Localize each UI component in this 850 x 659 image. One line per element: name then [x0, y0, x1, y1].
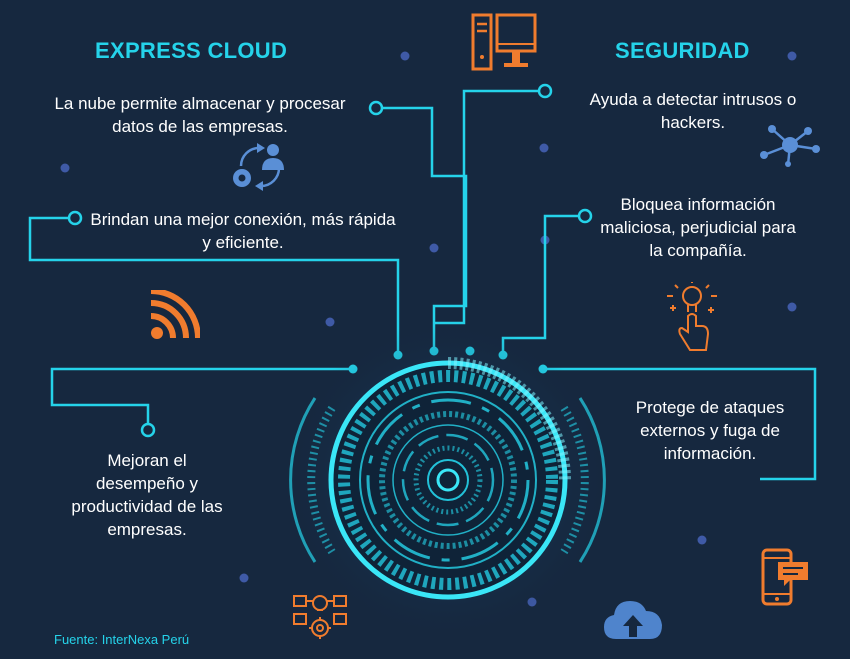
circuit-nodes	[67, 83, 593, 438]
performance-text: Mejoran el desempeño y productividad de …	[71, 451, 223, 539]
smartphone-chat-icon	[761, 548, 808, 606]
lightbulb-hand-icon	[667, 282, 717, 351]
intrusion-detection-text: Ayuda a detectar intrusos o hackers.	[589, 90, 797, 132]
attack-protection-text: Protege de ataques externos y fuga de in…	[635, 398, 785, 463]
express-cloud-heading: EXPRESS CLOUD	[95, 38, 288, 63]
network-nodes-icon	[760, 125, 820, 167]
malicious-info-text: Bloquea información maliciosa, perjudici…	[600, 195, 796, 260]
wifi-signal-icon	[150, 290, 200, 339]
source-note: Fuente: InterNexa Perú	[54, 632, 190, 647]
desktop-computer-icon	[471, 13, 537, 71]
idea-gear-icon	[293, 595, 347, 639]
central-tech-ring	[288, 320, 608, 640]
seguridad-heading: SEGURIDAD	[615, 38, 750, 63]
cloud-upload-icon	[604, 601, 662, 639]
user-gear-cycle-icon	[233, 143, 284, 191]
better-connection-text: Brindan una mejor conexión, más rápida y…	[90, 210, 396, 252]
cloud-storage-text: La nube permite almacenar y procesar dat…	[54, 94, 346, 136]
